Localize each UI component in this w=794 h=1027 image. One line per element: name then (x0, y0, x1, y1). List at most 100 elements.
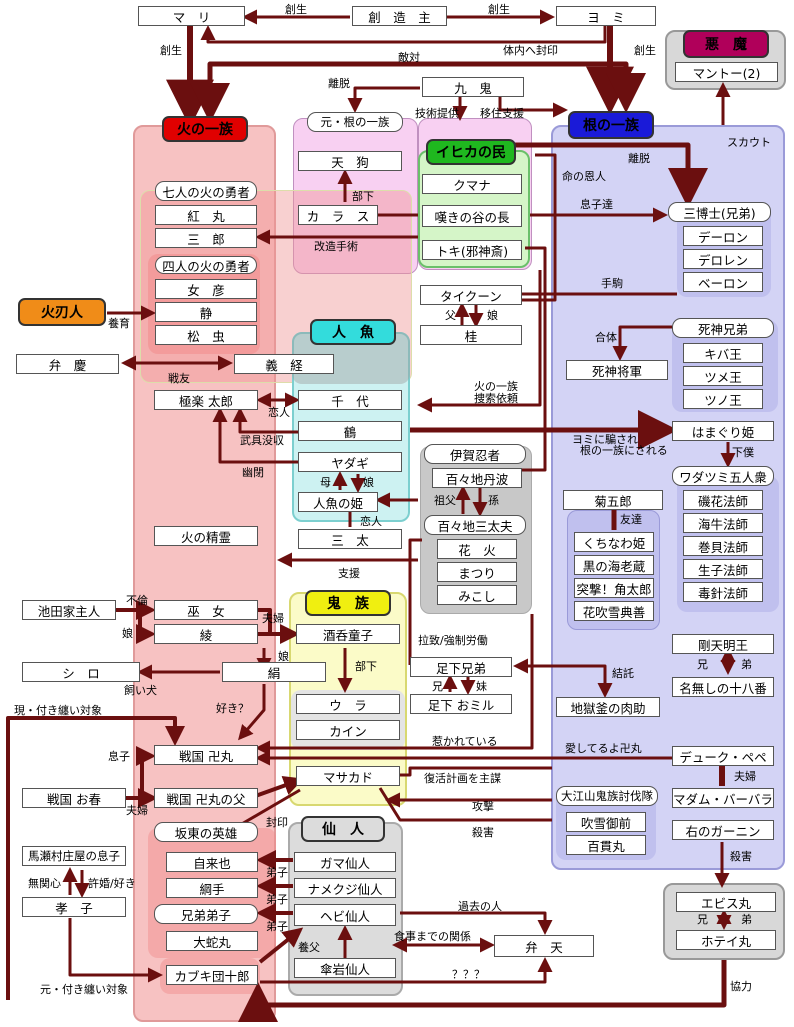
node-manto: マントー(2) (675, 62, 778, 82)
label-musukotachi: 息子達 (580, 198, 613, 211)
node-kyodai-deshi: 兄弟弟子 (154, 904, 258, 924)
node-mari: マ リ (138, 6, 245, 26)
link-yomi-mari (200, 24, 607, 44)
node-bando: 坂東の英雄 (154, 822, 258, 842)
label-bugu: 武具没収 (240, 434, 284, 447)
link-hikarete (255, 614, 534, 756)
node-shinigami-shogun: 死神将軍 (566, 360, 668, 380)
label-kaizo: 改造手術 (314, 240, 358, 253)
node-beron: ベーロン (683, 272, 763, 292)
node-namekuji: ナメクジ仙人 (294, 878, 396, 898)
node-sengoku-oharu: 戦国 お春 (22, 788, 126, 808)
node-matsumushi: 松 虫 (155, 325, 257, 345)
label-kyoryoku: 協力 (730, 980, 752, 993)
node-tsuru: 鶴 (298, 421, 402, 441)
node-kiba: キバ王 (683, 343, 763, 363)
label-kettaku: 結託 (612, 667, 634, 680)
node-deroren: デロレン (683, 249, 763, 269)
label-deshi1: 弟子 (266, 866, 288, 879)
node-watatsumi: ワダツミ五人衆 (672, 466, 774, 486)
node-benten: 弁 天 (494, 935, 594, 957)
label-rachi: 拉致/強制労働 (418, 634, 488, 647)
label-ijyu: 移住支援 (480, 107, 524, 120)
node-momoe: 百貫丸 (566, 835, 646, 855)
label-yuhei: 幽閉 (242, 466, 264, 479)
node-hotei: ホテイ丸 (676, 930, 776, 950)
link-gattai (612, 325, 672, 361)
label-aishiteru: 愛してるよ卍丸 (565, 742, 642, 755)
label-tegoma: 手駒 (601, 277, 623, 290)
node-namako: 生子法師 (683, 559, 763, 579)
label-musume1: 娘 (487, 309, 498, 322)
label-yomi-damasare1: ヨミに騙され (572, 433, 638, 446)
node-miko: 巫 女 (154, 600, 258, 620)
node-momochi-tanba: 百々地丹波 (432, 468, 522, 488)
node-orochimaru: 大蛇丸 (166, 931, 258, 951)
link-kuki-root (498, 97, 568, 118)
node-chiyo: 千 代 (298, 390, 402, 410)
node-mikoshi: みこし (437, 585, 517, 605)
label-musume-kinu: 娘 (278, 650, 289, 663)
fire-clan-header: 火の一族 (162, 116, 248, 142)
node-sangan: 傘岩仙人 (294, 958, 396, 978)
node-nageki: 嘆きの谷の長 (422, 205, 522, 227)
label-mukanshin: 無関心 (28, 877, 61, 890)
node-benkei: 弁 慶 (16, 354, 119, 374)
node-benimaru: 紅 丸 (155, 205, 257, 225)
label-hatena: ？？？ (452, 968, 485, 981)
node-sozoshu: 創 造 主 (352, 6, 447, 26)
node-kumana: クマナ (422, 174, 522, 194)
label-kyoin: 許婚/好き (88, 877, 136, 890)
node-isofue: 磯花法師 (683, 490, 763, 510)
label-hi-sousaku2: 捜索依頼 (474, 392, 518, 405)
node-makigai: 巻貝法師 (683, 536, 763, 556)
label-sukiq: 好き？ (216, 702, 249, 715)
label-scout: スカウト (727, 136, 771, 149)
node-karasu: カ ラ ス (298, 205, 378, 225)
link-bando-masakado (239, 788, 301, 827)
label-sosei3: 創生 (160, 44, 182, 57)
node-shinigami-kyodai: 死神兄弟 (672, 318, 774, 338)
moto-root-region (293, 118, 418, 274)
link-fuuin (249, 776, 304, 800)
label-tomodachi: 友達 (620, 513, 642, 526)
node-yadagi: ヤダギ (298, 452, 402, 472)
node-ikeda: 池田家主人 (22, 600, 116, 620)
label-sosei2: 創生 (488, 3, 510, 16)
hibajin-header: 火刃人 (18, 298, 106, 326)
link-inochi (510, 153, 557, 302)
node-tsunade: 綱手 (166, 878, 258, 898)
label-chichi: 父 (445, 309, 456, 322)
label-kaiinu: 飼い犬 (124, 684, 157, 697)
node-madam: マダム・バーバラ (672, 788, 774, 808)
node-oeyama: 大江山鬼族討伐隊 (556, 786, 658, 806)
label-buka2: 部下 (355, 660, 377, 673)
node-gama: ガマ仙人 (294, 852, 396, 872)
label-koibito1: 恋人 (268, 406, 290, 419)
node-toki: トキ(邪神斎) (422, 240, 522, 260)
label-kougeki: 攻撃 (472, 800, 494, 813)
label-buka1: 部下 (352, 190, 374, 203)
oni-header: 鬼 族 (305, 590, 391, 616)
node-fubuki: 吹雪御前 (566, 812, 646, 832)
label-sosei4: 創生 (634, 44, 656, 57)
node-aya: 綾 (154, 624, 258, 644)
node-sanda: 三 太 (298, 529, 402, 549)
label-hikarete: 惹かれている (432, 735, 498, 748)
label-musume2: 娘 (363, 476, 374, 489)
node-gokuraku: 極楽 太郎 (154, 390, 258, 410)
link-suki (238, 684, 266, 741)
link-teki (190, 61, 646, 123)
label-ridatsu1: 離脱 (328, 77, 350, 90)
label-fufu2: 夫婦 (734, 770, 756, 783)
link-kabuki-hebi (258, 927, 304, 964)
node-yoshitsune: 義 経 (234, 354, 334, 374)
demon-header: 悪 魔 (683, 30, 769, 58)
node-sanhakase: 三博士(兄弟) (668, 202, 771, 222)
label-satsugai1: 殺害 (472, 826, 494, 839)
label-satsugai2: 殺害 (730, 850, 752, 863)
node-kabuki: カブキ団十郎 (166, 965, 258, 985)
node-kakutaro: 突撃！角太郎 (574, 578, 654, 598)
